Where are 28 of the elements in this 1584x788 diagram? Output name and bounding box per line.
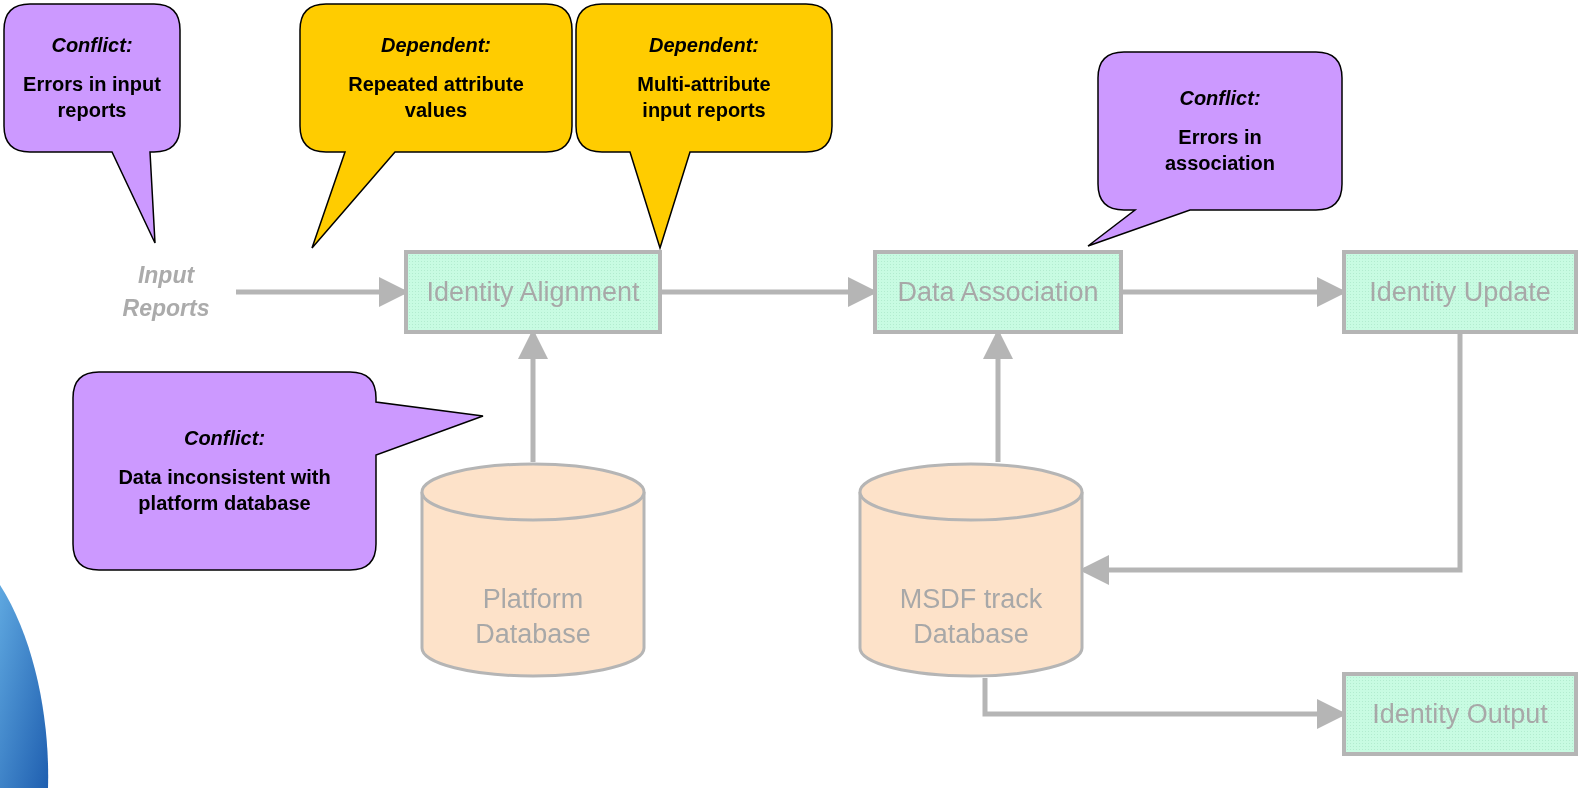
- callout-heading: Conflict:: [1179, 86, 1261, 110]
- callout-heading: Dependent:: [381, 33, 491, 57]
- process-box: [873, 250, 1123, 334]
- callout-text: Errors in association: [1163, 124, 1276, 176]
- callout-bubble: [4, 4, 180, 243]
- callout-text: Multi-attribute input reports: [636, 71, 772, 123]
- callout-text: Repeated attribute values: [347, 71, 525, 123]
- callout-bubble: [300, 4, 572, 248]
- callout-text: Errors in input reports: [22, 71, 162, 123]
- callout-bubble: [1088, 52, 1342, 246]
- database-label: MSDF track Database: [898, 582, 1044, 651]
- process-box: [404, 250, 662, 334]
- input-label: Input Reports: [121, 260, 211, 323]
- callout-bubble: [576, 4, 832, 248]
- process-box: [1342, 672, 1578, 756]
- callout-text: Data inconsistent with platform database: [117, 464, 332, 516]
- database-label: Platform Database: [474, 582, 592, 651]
- database-cylinder: [858, 462, 1084, 678]
- process-label: Data Association: [897, 275, 1099, 309]
- process-label: Identity Update: [1369, 275, 1551, 309]
- process-label: Identity Alignment: [426, 275, 640, 309]
- callout-heading: Conflict:: [51, 33, 133, 57]
- process-label: Identity Output: [1372, 697, 1548, 731]
- database-cylinder: [420, 462, 646, 678]
- callout-heading: Dependent:: [649, 33, 759, 57]
- callout-heading: Conflict:: [183, 426, 266, 450]
- callout-bubble: [73, 372, 483, 570]
- process-box: [1342, 250, 1578, 334]
